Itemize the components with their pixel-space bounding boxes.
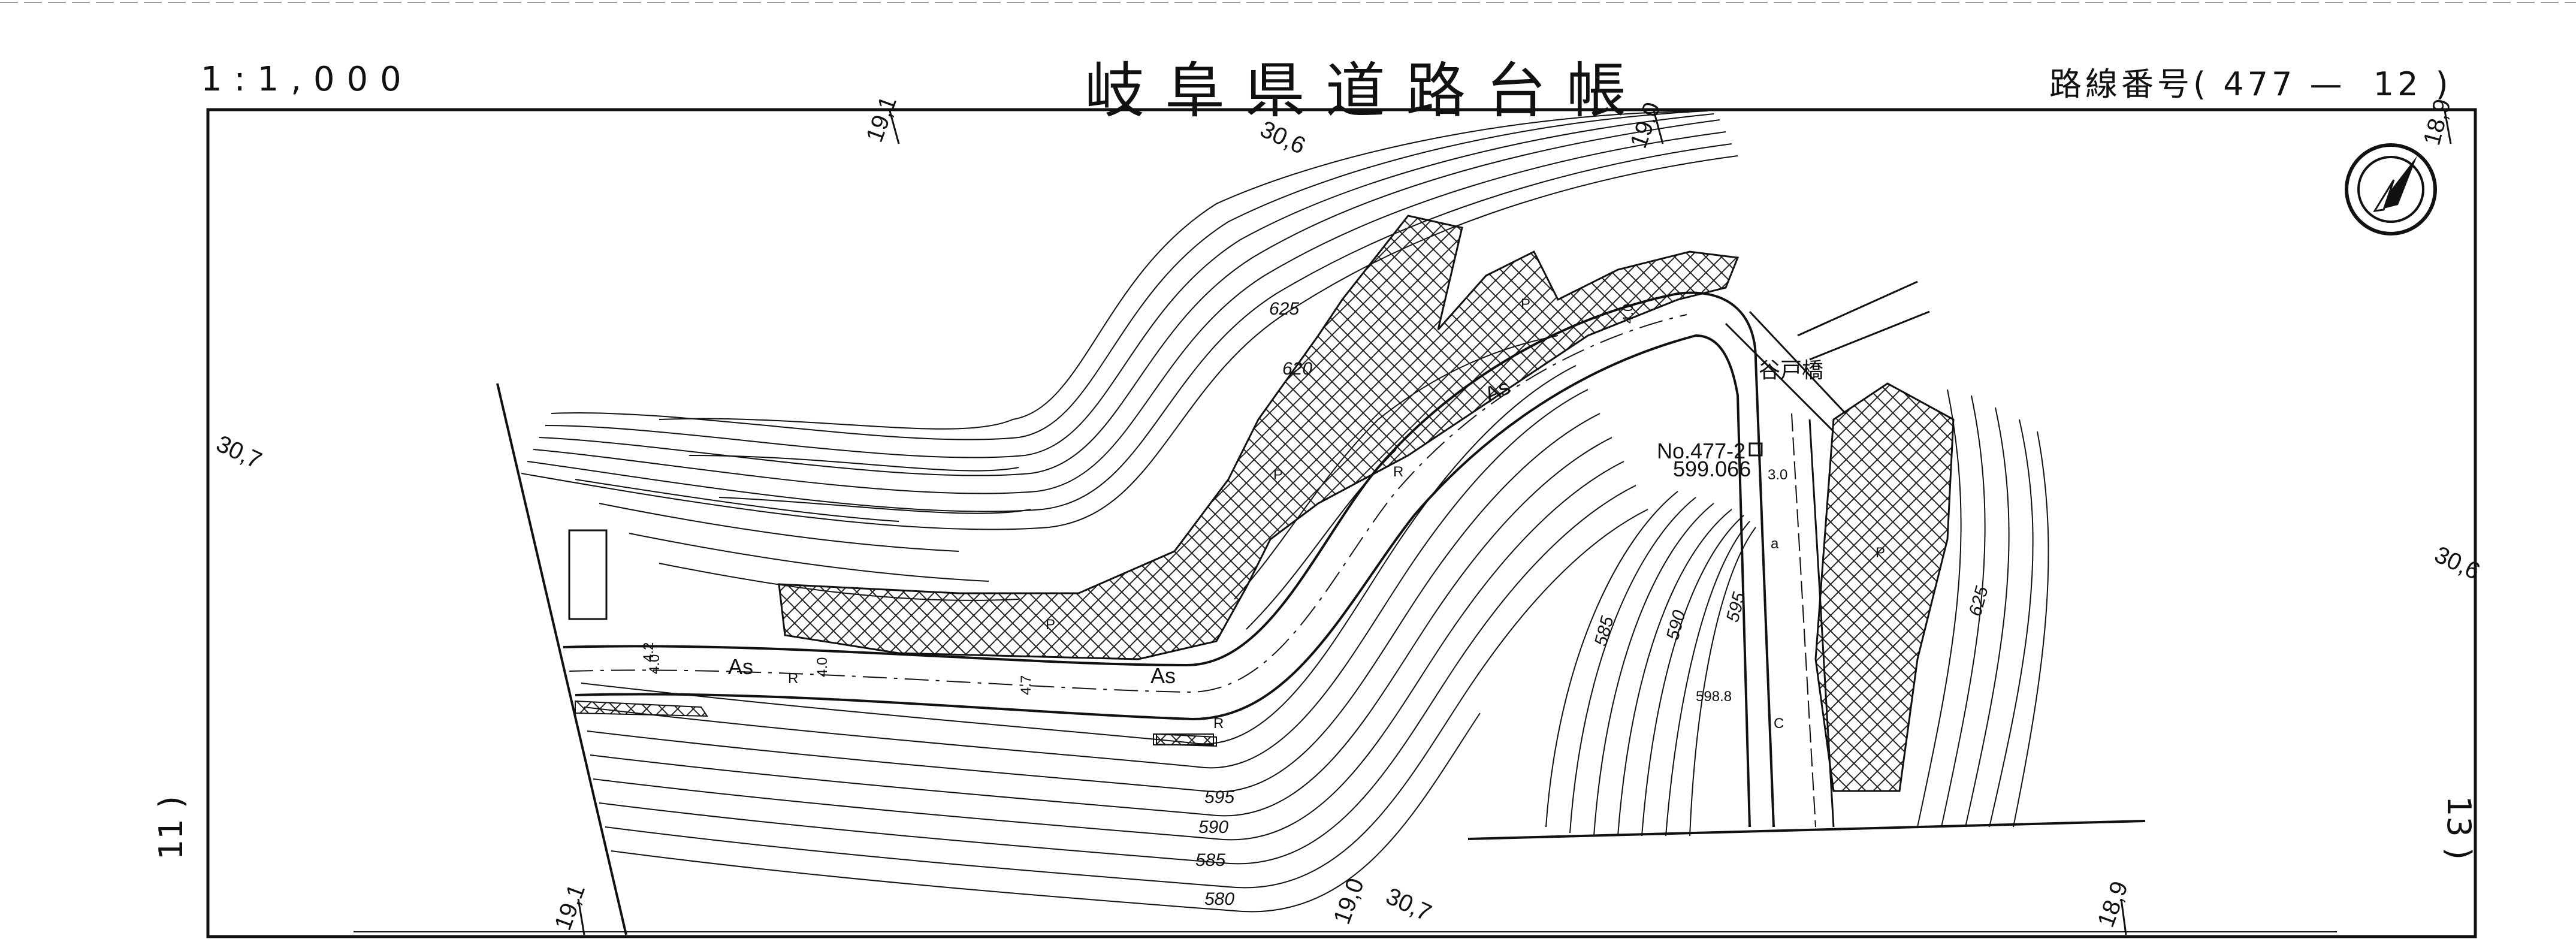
width-label-1: 4.0 — [647, 654, 663, 674]
surface-label-2: As — [1150, 663, 1176, 688]
section-line-east — [1467, 820, 2146, 840]
route-number: 路線番号( 477 — 12 ) — [2049, 65, 2452, 103]
marker-c: C — [1774, 715, 1784, 732]
building — [568, 529, 608, 620]
benchmark-marker — [1748, 442, 1763, 457]
grid-coord-left: 30,7 — [212, 430, 265, 474]
contour-label-620: 620 — [1282, 359, 1312, 379]
benchmark-value: 599.066 — [1673, 457, 1751, 481]
marker-r-3: R — [1393, 464, 1403, 480]
surface-label-1: As — [728, 654, 753, 679]
width-label-4: 4.7 — [1018, 675, 1034, 695]
contours-right — [1545, 389, 2049, 837]
width-label-5: 4.0 — [1620, 304, 1636, 324]
map-scale: 1:1,000 — [201, 60, 413, 99]
retaining-wall — [1153, 733, 1214, 745]
marker-a: a — [1771, 536, 1779, 552]
contour-label-585: 585 — [1195, 850, 1225, 870]
hatched-areas — [575, 215, 1955, 792]
grid-coord-bottom-3: 30,7 — [1382, 883, 1435, 926]
bridge — [1725, 280, 1930, 457]
contour-label-right-625: 625 — [1965, 584, 1992, 618]
contour-label-625: 625 — [1269, 299, 1299, 319]
width-label-6: 3.0 — [1768, 467, 1787, 483]
marker-p-1: P — [1046, 617, 1055, 633]
marker-p-4: P — [1876, 545, 1885, 561]
contour-label-590: 590 — [1198, 817, 1228, 837]
grid-coord-top-1: 19,1 — [861, 93, 902, 146]
benchmark-id: No.477-2 — [1657, 439, 1745, 463]
contour-label-595: 595 — [1204, 787, 1234, 807]
width-label-3: 4.0 — [814, 657, 831, 677]
contour-label-right-585: 585 — [1591, 614, 1618, 648]
grid-coord-bottom-1: 19,1 — [549, 881, 590, 934]
grid-coord-bottom-4: 18,9 — [2092, 878, 2133, 931]
contour-label-right-590: 590 — [1663, 608, 1690, 642]
grid-coord-top-2: 30,6 — [1256, 116, 1309, 159]
width-label-2: 4.2 — [641, 642, 657, 662]
marker-r-1: R — [788, 671, 798, 687]
marker-p-3: P — [1521, 296, 1530, 312]
map-frame — [206, 108, 2477, 938]
road-alignment — [563, 291, 1835, 828]
grid-coordinates: 19,1 30,6 19,0 18,9 30,7 30,6 19,1 19,0 … — [212, 93, 2484, 935]
contour-label-right-595: 595 — [1723, 590, 1750, 624]
contours-lower — [581, 335, 1648, 913]
contour-label-580: 580 — [1204, 889, 1234, 909]
north-arrow-icon — [2345, 143, 2437, 236]
section-line-west — [496, 383, 627, 935]
contours-upper — [521, 110, 1738, 601]
marker-p-2: P — [1273, 467, 1283, 483]
page-title: 岐阜県道路台帳 — [1085, 56, 1647, 126]
spot-height: 598.8 — [1696, 689, 1732, 705]
grid-coord-bottom-2: 19,0 — [1328, 875, 1369, 928]
marker-r-2: R — [1213, 715, 1224, 732]
bridge-name: 谷戸橋 — [1759, 358, 1823, 382]
